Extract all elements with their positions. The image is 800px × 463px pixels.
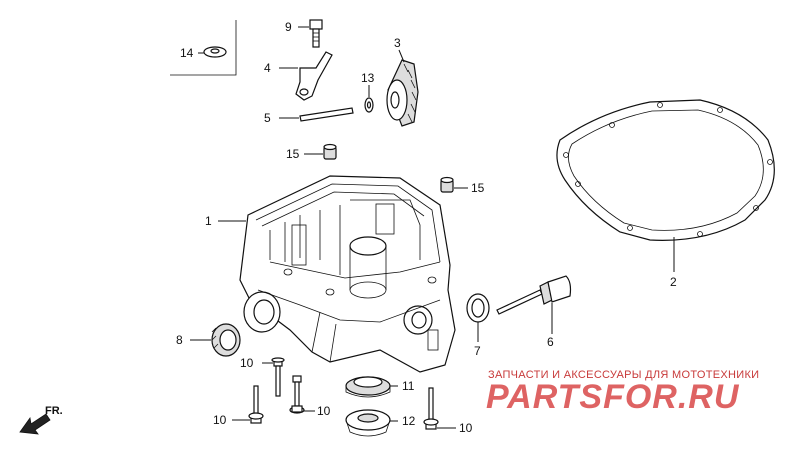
watermark-tagline: ЗАПЧАСТИ И АКСЕССУАРЫ ДЛЯ МОТОТЕХНИКИ — [488, 369, 760, 381]
part-9-bolt — [309, 19, 323, 48]
part-6-oil-cap — [496, 275, 572, 315]
part-1-crankcase-cover — [239, 175, 456, 373]
callout-3: 3 — [394, 36, 401, 50]
callout-8: 8 — [176, 333, 183, 347]
part-13-washer — [364, 97, 374, 113]
callout-2: 2 — [670, 275, 677, 289]
part-3-governor-gear — [386, 59, 419, 127]
part-5-shaft — [299, 107, 354, 122]
callout-14: 14 — [180, 46, 194, 60]
part-7-seal — [466, 293, 490, 323]
callout-10-b: 10 — [317, 404, 331, 418]
part-15-dowel-pin — [323, 143, 337, 160]
callout-6: 6 — [547, 335, 554, 349]
callout-9: 9 — [285, 20, 292, 34]
part-10-bolt-a — [271, 357, 285, 397]
part-10-bolt-c — [248, 385, 264, 424]
callout-15-left: 15 — [286, 147, 300, 161]
part-12-cap — [345, 409, 391, 437]
callout-1: 1 — [205, 214, 212, 228]
part-4-governor-arm — [295, 51, 333, 101]
callout-10-a: 10 — [240, 356, 254, 370]
callout-15-right: 15 — [471, 181, 485, 195]
part-10-bolt-d — [423, 387, 439, 430]
part-15-dowel-pin-right — [440, 176, 454, 193]
watermark-brand: PARTSFOR.RU — [486, 378, 740, 416]
callout-10-c: 10 — [213, 413, 227, 427]
fr-direction-arrow-icon — [19, 413, 51, 435]
part-10-bolt-b — [289, 375, 305, 414]
callout-4: 4 — [264, 61, 271, 75]
part-2-gasket — [556, 99, 775, 241]
part-11-cap — [345, 376, 391, 398]
callout-11: 11 — [402, 379, 415, 393]
direction-label: FR. — [45, 405, 63, 417]
callout-10-d: 10 — [459, 421, 473, 435]
callout-13: 13 — [361, 71, 375, 85]
callout-12: 12 — [402, 414, 416, 428]
callout-5: 5 — [264, 111, 271, 125]
callout-7: 7 — [474, 344, 481, 358]
part-8-oil-seal — [211, 323, 241, 357]
part-14-washer — [170, 20, 237, 76]
